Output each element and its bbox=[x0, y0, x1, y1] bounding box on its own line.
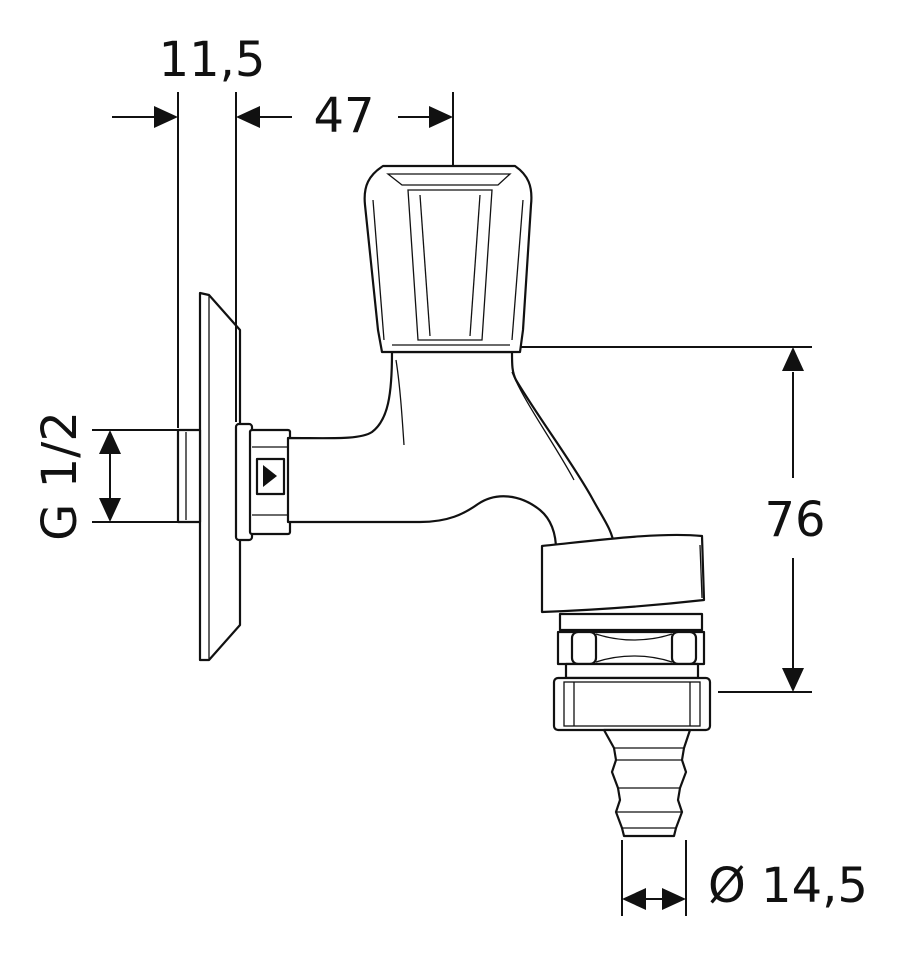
dimension-wall-offset: 11,5 bbox=[112, 32, 265, 428]
spindle-offset-label: 47 bbox=[313, 88, 374, 144]
hose-diameter-label: Ø 14,5 bbox=[708, 858, 868, 914]
dimension-thread: G 1/2 bbox=[32, 411, 178, 541]
hex-nut bbox=[556, 612, 706, 666]
thread-label: G 1/2 bbox=[32, 411, 88, 541]
flow-direction-icon bbox=[263, 465, 277, 487]
inlet-nut bbox=[234, 422, 292, 542]
dimension-spindle-offset: 47 bbox=[260, 88, 454, 166]
thread-stub bbox=[176, 428, 202, 524]
dimension-height: 76 bbox=[520, 346, 826, 693]
tap-body bbox=[286, 350, 616, 558]
hose-coupling bbox=[552, 662, 712, 732]
height-label: 76 bbox=[764, 492, 825, 548]
wall-offset-label: 11,5 bbox=[159, 32, 266, 88]
outlet-body bbox=[540, 533, 706, 614]
dimension-hose-diameter: Ø 14,5 bbox=[621, 840, 868, 916]
hose-barb bbox=[602, 728, 692, 838]
wall-rosette bbox=[198, 291, 242, 662]
handwheel bbox=[363, 164, 533, 354]
